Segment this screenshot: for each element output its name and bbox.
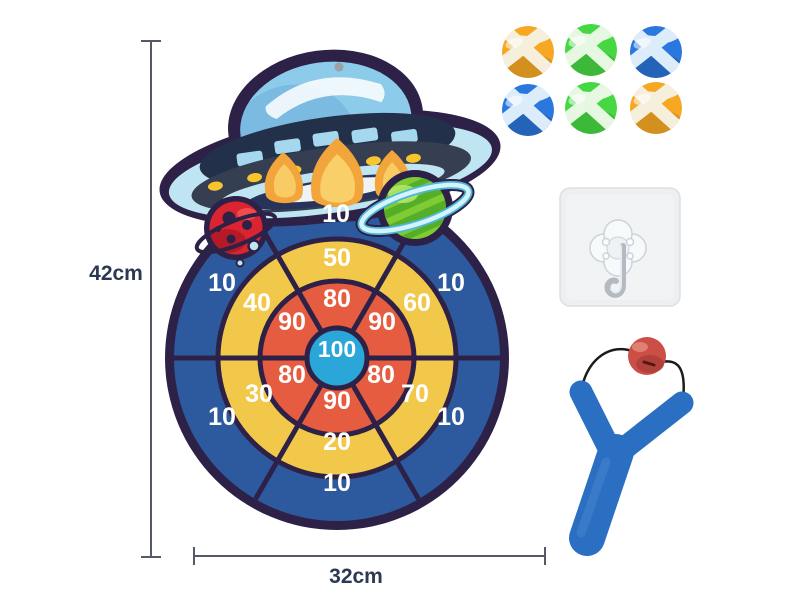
ufo-illustration <box>159 49 501 227</box>
hook-flower-mount <box>589 219 647 277</box>
bubble <box>235 258 245 268</box>
saturn-planet <box>355 170 475 246</box>
score-middle-lower-left: 30 <box>245 380 273 408</box>
slingshot <box>569 337 694 556</box>
score-outer-upper-right: 10 <box>437 269 465 297</box>
width-dimension-line <box>193 547 546 565</box>
score-outer-upper-left: 10 <box>208 269 236 297</box>
score-inner-lower-right: 80 <box>367 361 395 389</box>
sticky-ball-blue <box>502 84 554 136</box>
score-inner-upper-right: 90 <box>368 308 396 336</box>
saturn-ring <box>357 180 473 236</box>
sticky-ball-green <box>565 82 617 134</box>
slingshot-frame <box>569 380 694 556</box>
score-middle-top: 50 <box>323 244 351 272</box>
score-middle-upper-left: 40 <box>243 289 271 317</box>
adhesive-hook <box>559 187 681 307</box>
score-middle-lower-right: 70 <box>401 380 429 408</box>
width-label: 32cm <box>329 565 383 588</box>
sticky-balls <box>502 24 682 136</box>
sticky-ball-green <box>565 24 617 76</box>
board-bullseye <box>304 325 370 391</box>
ladybug-planet <box>194 196 278 268</box>
score-inner-top: 80 <box>323 285 351 313</box>
score-inner-upper-left: 90 <box>278 308 306 336</box>
slingshot-pouch-ball <box>628 337 666 375</box>
bubble <box>247 239 261 253</box>
dimension-annotations: 42cm 32cm <box>89 40 546 588</box>
score-outer-lower-left: 10 <box>208 403 236 431</box>
score-outer-bottom: 10 <box>323 469 351 497</box>
score-outer-top: 10 <box>322 200 350 228</box>
score-bullseye: 100 <box>318 336 356 362</box>
score-middle-bottom: 20 <box>323 428 351 456</box>
ladybug-ring <box>194 211 278 255</box>
hook-metal <box>604 243 626 298</box>
score-inner-bottom: 90 <box>323 387 351 415</box>
score-inner-lower-left: 80 <box>278 361 306 389</box>
height-label: 42cm <box>89 262 143 285</box>
dartboard <box>165 186 509 530</box>
score-middle-upper-right: 60 <box>403 289 431 317</box>
hang-hole <box>334 62 344 72</box>
board-score-numbers: 10 10 10 10 10 10 50 60 70 20 30 40 80 9… <box>208 200 465 497</box>
sticky-ball-orange <box>630 82 682 134</box>
sticky-ball-blue <box>630 26 682 78</box>
height-dimension-line <box>141 40 161 558</box>
score-outer-lower-right: 10 <box>437 403 465 431</box>
sticky-ball-orange <box>502 26 554 78</box>
